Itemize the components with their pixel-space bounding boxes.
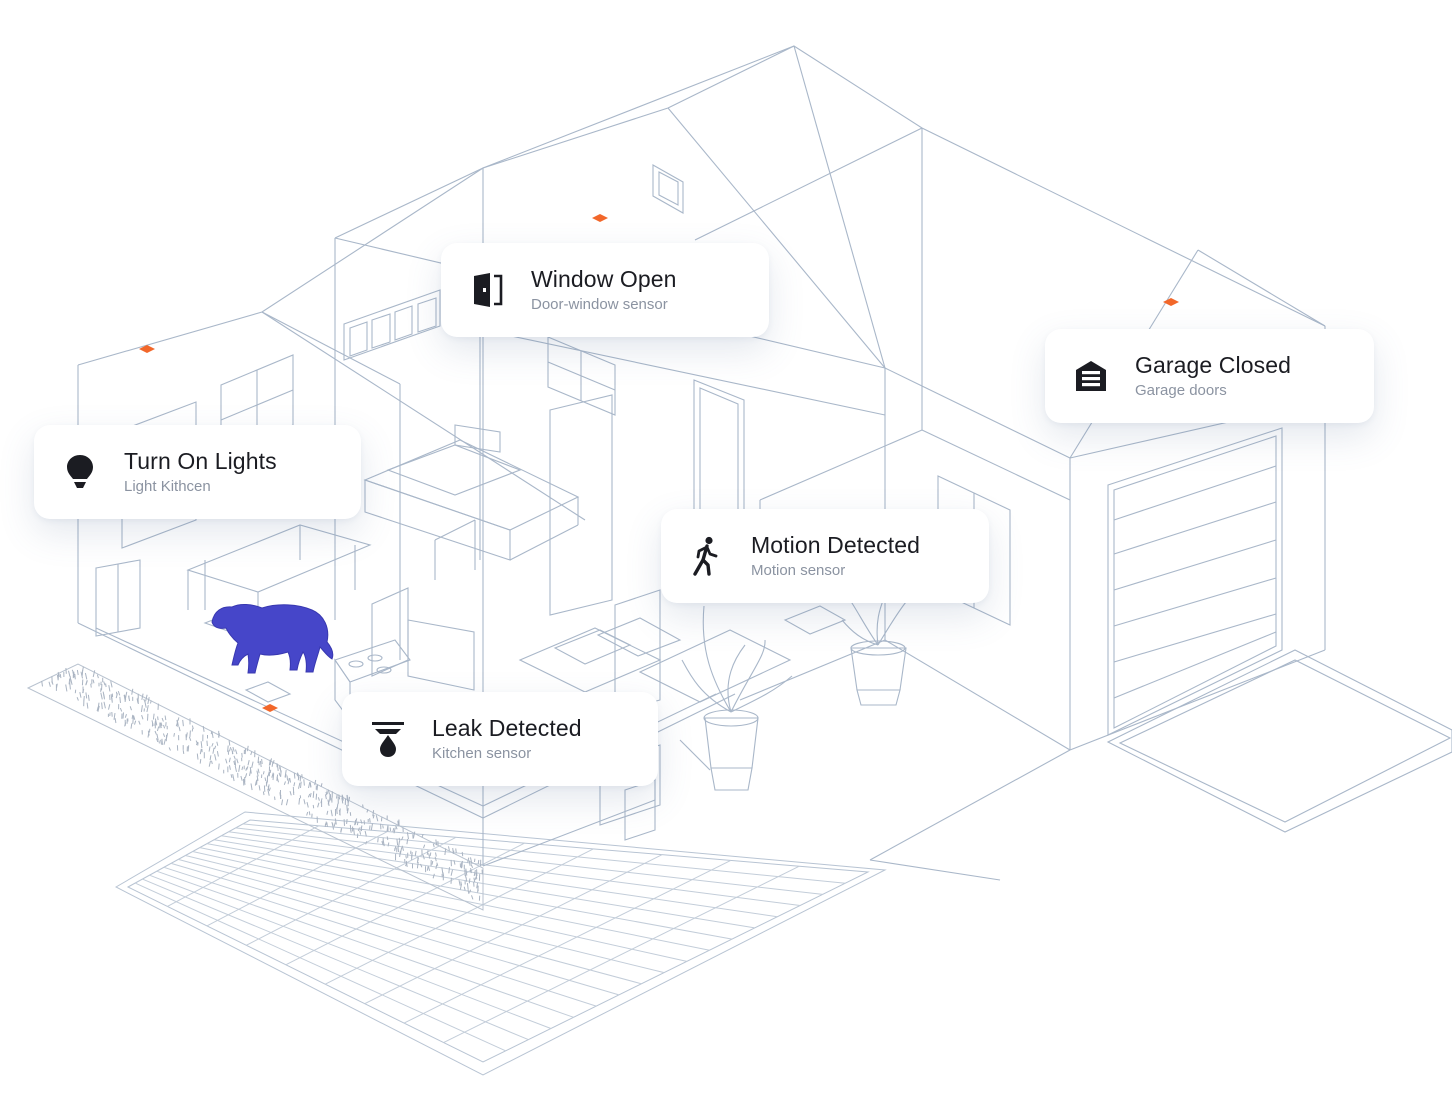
card-subtitle: Motion sensor bbox=[751, 562, 846, 579]
card-title: Garage Closed bbox=[1135, 352, 1291, 378]
card-title: Leak Detected bbox=[432, 715, 582, 741]
card-subtitle: Door-window sensor bbox=[531, 296, 668, 313]
window-open-card[interactable]: Window Open Door-window sensor bbox=[441, 243, 769, 337]
walking-person-icon bbox=[687, 536, 727, 576]
card-title: Window Open bbox=[531, 266, 677, 292]
turn-on-lights-card[interactable]: Turn On Lights Light Kithcen bbox=[34, 425, 361, 519]
card-subtitle: Light Kithcen bbox=[124, 478, 211, 495]
door-sensor-icon bbox=[467, 270, 507, 310]
grass-strip bbox=[26, 663, 484, 911]
dog-figure bbox=[211, 604, 334, 674]
lightbulb-icon bbox=[60, 452, 100, 492]
sensor-marker bbox=[262, 704, 278, 712]
sensor-marker bbox=[139, 345, 155, 353]
garage-closed-card[interactable]: Garage Closed Garage doors bbox=[1045, 329, 1374, 423]
sensor-marker bbox=[592, 214, 608, 222]
leak-detected-card[interactable]: Leak Detected Kitchen sensor bbox=[342, 692, 658, 786]
card-title: Motion Detected bbox=[751, 532, 920, 558]
water-drop-icon bbox=[368, 719, 408, 759]
ground-grid bbox=[114, 811, 887, 1076]
card-subtitle: Kitchen sensor bbox=[432, 745, 532, 762]
card-title: Turn On Lights bbox=[124, 448, 277, 474]
sensor-marker bbox=[1163, 298, 1179, 306]
garage-icon bbox=[1071, 356, 1111, 396]
sensor-markers bbox=[139, 214, 1179, 712]
card-subtitle: Garage doors bbox=[1135, 382, 1227, 399]
motion-detected-card[interactable]: Motion Detected Motion sensor bbox=[661, 509, 989, 603]
